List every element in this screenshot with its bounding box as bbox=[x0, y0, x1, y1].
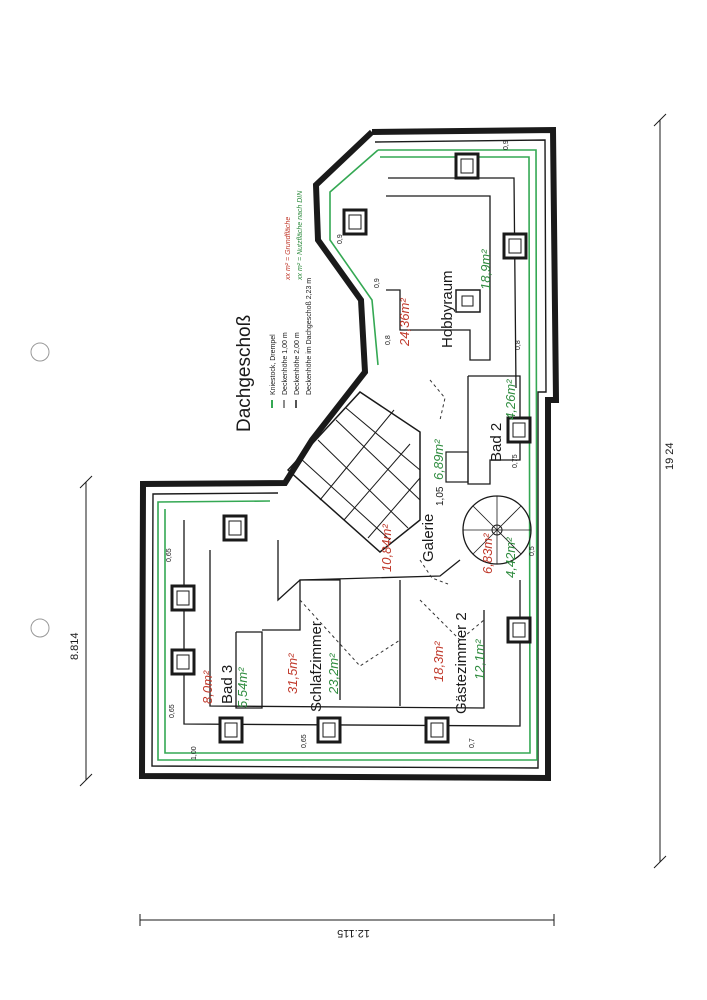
galerie-grundflaeche: 10,84m² bbox=[379, 524, 394, 572]
legend-nutzflaeche: xx m² = Nutzfläche nach DIN bbox=[297, 190, 304, 281]
dim-0-5: 0,5 bbox=[529, 546, 536, 556]
roof-window-panes bbox=[176, 158, 526, 738]
room-bad3: Bad 3 bbox=[219, 665, 236, 704]
dim-0-75: 0,75 bbox=[512, 454, 519, 468]
dim-0-9-a: 0,9 bbox=[503, 140, 510, 150]
galerie-nutzflaeche: 6,89m² bbox=[431, 439, 446, 480]
legend-grundflaeche: xx m² = Grundfläche bbox=[285, 217, 292, 281]
ceiling-1m-hobby bbox=[388, 177, 517, 389]
punch-hole-top bbox=[30, 342, 50, 362]
hatch-gaeste bbox=[419, 599, 485, 641]
gaeste-grundflaeche: 18,3m² bbox=[431, 641, 446, 682]
dim-0-8-a: 0,8 bbox=[385, 335, 392, 345]
kniestock-diagonal bbox=[329, 149, 379, 366]
ceiling-2m-hobby bbox=[386, 195, 491, 361]
legend-h223: Deckenhöhe im Dachgeschoß 2,23 m bbox=[306, 278, 313, 395]
outer-wall-upper bbox=[138, 126, 560, 782]
dimension-line-bottom bbox=[139, 914, 555, 926]
bad2-fixture bbox=[445, 451, 469, 483]
gaeste-nutzflaeche-2: 4,42m² bbox=[503, 537, 518, 578]
dim-0-8-b: 0,8 bbox=[515, 340, 522, 350]
plan-title: Dachgeschoß bbox=[234, 315, 255, 432]
door-arc-2 bbox=[419, 559, 449, 585]
punch-hole-bottom bbox=[30, 618, 50, 638]
bad3-walls bbox=[235, 631, 263, 709]
dim-bottom: 12.115 bbox=[337, 927, 370, 939]
chimney-inner bbox=[461, 295, 474, 307]
room-galerie: Galerie bbox=[420, 514, 437, 562]
bad2-nutzflaeche: 4,26m² bbox=[503, 379, 518, 420]
schlaf-nutzflaeche: 23,2m² bbox=[326, 653, 341, 695]
room-bad2: Bad 2 bbox=[488, 423, 505, 462]
stair-treads bbox=[299, 407, 421, 541]
legend-h100: Deckenhöhe 1,00 m bbox=[282, 332, 289, 395]
main-staircase bbox=[286, 391, 421, 553]
dim-0-65-a: 0,65 bbox=[166, 548, 173, 562]
kniestock-line bbox=[157, 149, 538, 761]
hobby-grundflaeche: 24,36m² bbox=[397, 298, 412, 347]
dimension-line-right bbox=[653, 113, 667, 869]
room-gaestezimmer-2: Gästezimmer 2 bbox=[453, 612, 470, 714]
dim-1-00: 1,00 bbox=[191, 746, 198, 760]
ceiling-2m-lower bbox=[209, 550, 485, 709]
dim-0-65-c: 0,65 bbox=[301, 734, 308, 748]
galerie-dim: 1,05 bbox=[435, 486, 446, 506]
legend-h200: Deckenhöhe 2,00 m bbox=[294, 332, 301, 395]
partition-galerie bbox=[277, 540, 461, 602]
hatch-schlaf bbox=[299, 599, 401, 667]
door-arc-1 bbox=[429, 379, 446, 421]
bad3-grundflaeche: 8,0m² bbox=[200, 670, 215, 704]
inner-wall-line bbox=[151, 139, 547, 769]
bad3-nutzflaeche: 5,54m² bbox=[235, 667, 250, 708]
gaeste-nutzflaeche: 12,1m² bbox=[472, 639, 487, 680]
gaeste-grundflaeche-2: 6,83m² bbox=[480, 533, 495, 574]
spiral-treads bbox=[463, 496, 531, 564]
ceiling-1m-lower bbox=[183, 520, 521, 727]
hobby-nutzflaeche: 18,9m² bbox=[478, 249, 493, 290]
bad2-walls bbox=[467, 375, 521, 485]
dimension-line-left bbox=[79, 475, 93, 787]
dim-left: 8.814 bbox=[69, 632, 81, 660]
chimney bbox=[455, 289, 481, 313]
schlaf-grundflaeche: 31,5m² bbox=[285, 653, 300, 694]
dim-0-7: 0,7 bbox=[469, 738, 476, 748]
dim-total-right: 19 24 bbox=[664, 442, 676, 470]
room-hobbyraum: Hobbyraum bbox=[439, 270, 456, 348]
dim-0-9-c: 0,9 bbox=[374, 278, 381, 288]
dim-0-65-b: 0,65 bbox=[169, 704, 176, 718]
dim-0-9-b: 0,9 bbox=[337, 234, 344, 244]
room-schlafzimmer: Schlafzimmer bbox=[308, 621, 325, 712]
legend-kniestock: Kniestock, Drempel bbox=[270, 334, 277, 395]
